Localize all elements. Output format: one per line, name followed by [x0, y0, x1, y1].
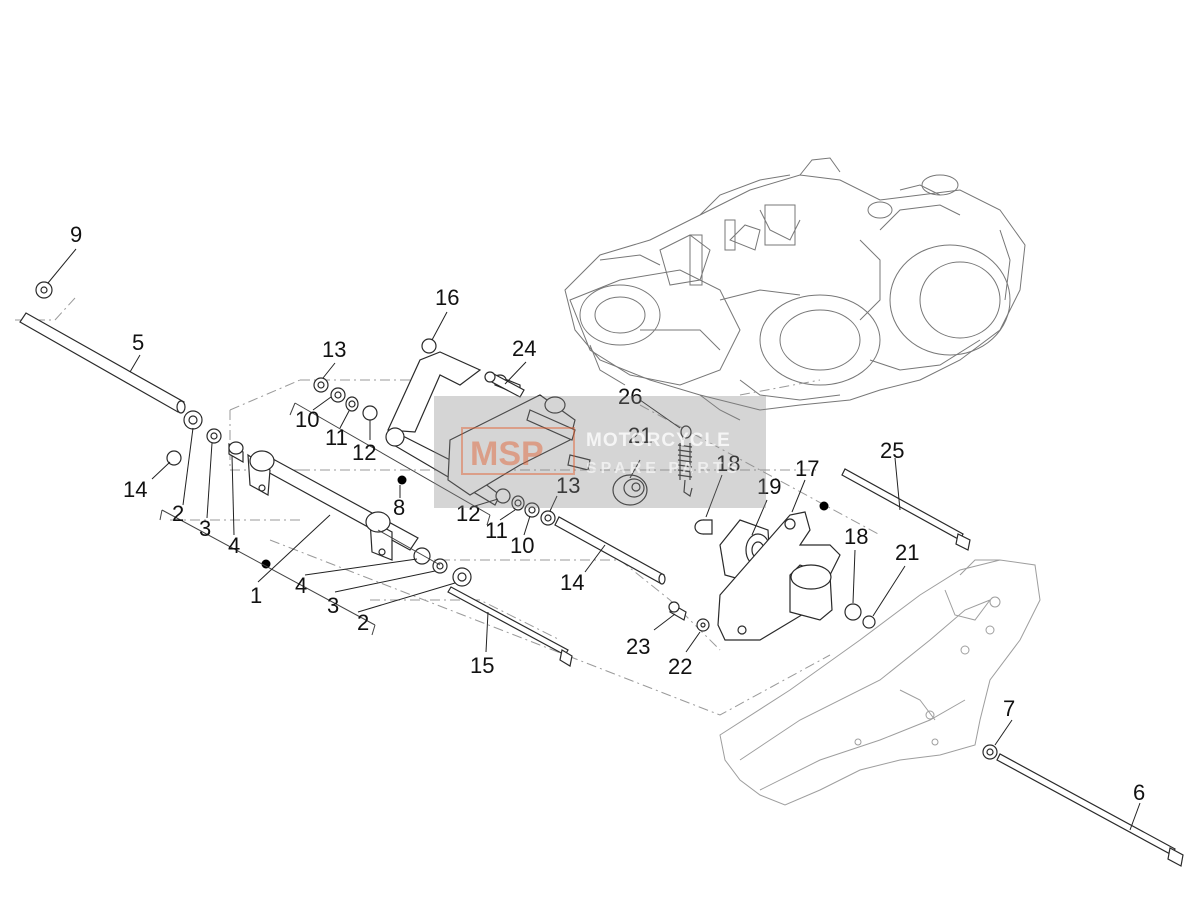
- callout-6: 6: [1133, 780, 1145, 805]
- part-14-pin: [554, 516, 666, 585]
- callout-4-left: 4: [228, 533, 240, 558]
- part-12-bushing-lower: [495, 488, 511, 504]
- part-18-bushing-lower: [844, 603, 862, 621]
- callout-10-lower: 10: [510, 533, 534, 558]
- callout-5: 5: [132, 330, 144, 355]
- callout-19: 19: [757, 474, 781, 499]
- callout-10-upper: 10: [295, 407, 319, 432]
- part-22-washer: [696, 618, 710, 632]
- callout-11-upper: 11: [325, 425, 348, 450]
- part-26-spring: [677, 425, 693, 497]
- part-5-shaft: [19, 312, 186, 414]
- callout-21: 21: [895, 540, 919, 565]
- part-21-circlip: [862, 615, 876, 629]
- callout-22: 22: [668, 654, 692, 679]
- part-12-bushing-upper: [362, 405, 378, 421]
- callout-11-lower: 11: [485, 518, 508, 543]
- part-14-bushing-left: [166, 450, 182, 466]
- callout-14-right: 14: [560, 570, 584, 595]
- callout-2-right: 2: [357, 610, 369, 635]
- callout-26: 26: [618, 384, 642, 409]
- part-25-bolt: [841, 468, 971, 551]
- part-18-bushing-upper: [694, 519, 713, 535]
- part-11-ring-upper: [345, 396, 359, 412]
- callout-16: 16: [435, 285, 459, 310]
- part-17-bracket: [717, 511, 841, 641]
- callout-9: 8: [393, 495, 405, 520]
- callout-20: 21: [628, 423, 652, 448]
- callout-4-right: 4: [295, 573, 307, 598]
- part-6-bolt: [996, 753, 1184, 867]
- part-13-washer-upper: [313, 377, 329, 393]
- part-23-screw: [668, 601, 687, 621]
- callout-3-right: 3: [327, 593, 339, 618]
- part-15-bolt: [447, 586, 573, 667]
- part-20-roller: [612, 474, 648, 506]
- callout-1: 1: [250, 583, 262, 608]
- callout-15: 15: [470, 653, 494, 678]
- part-11-ring-lower: [511, 495, 525, 511]
- callout-24: 24: [512, 336, 536, 361]
- watermark-line2: SPARE PARTS: [586, 460, 741, 477]
- callout-7: 7: [1003, 696, 1015, 721]
- callout-labels: 9 5 14 2 3 4 1 4 3 2 15 13 10 11 12 16 2…: [70, 222, 1145, 805]
- svg-text:MSP: MSP: [470, 435, 544, 473]
- part-16-nut: [421, 338, 437, 354]
- callout-14-left: 14: [123, 477, 147, 502]
- callout-25: 25: [880, 438, 904, 463]
- callout-2-left: 2: [172, 501, 184, 526]
- callout-8: 9: [70, 222, 82, 247]
- grease-markers: [261, 475, 829, 569]
- part-13-washer-lower: [540, 510, 556, 526]
- callout-17: 17: [795, 456, 819, 481]
- engine-illustration: [564, 157, 1026, 421]
- part-10-ring-upper: [330, 387, 346, 403]
- watermark-logo: MSP: [461, 427, 575, 475]
- part-4-bushing-left: [228, 441, 244, 464]
- callout-3-left: 3: [199, 516, 211, 541]
- part-10-ring-lower: [524, 502, 540, 518]
- callout-13-upper: 13: [322, 337, 346, 362]
- part-24-pin: [484, 371, 525, 398]
- callout-13-lower: 13: [556, 473, 580, 498]
- part-3-ring-left: [206, 428, 222, 444]
- part-3-ring-right: [432, 558, 448, 574]
- group-brackets: [159, 402, 491, 636]
- part-2-washer-left: [183, 410, 203, 430]
- callout-18-upper: 18: [716, 451, 740, 476]
- part-1-swing-arm: [247, 450, 419, 561]
- callout-18-lower: 18: [844, 524, 868, 549]
- callout-23: 23: [626, 634, 650, 659]
- part-7-washer: [982, 744, 998, 760]
- frame-illustration: [719, 559, 1041, 806]
- part-2-washer-right: [452, 567, 472, 587]
- watermark-line1: MOTORCYCLE: [586, 430, 731, 451]
- part-8-nut: [35, 281, 53, 299]
- callout-12-upper: 12: [352, 440, 376, 465]
- callout-12-lower: 12: [456, 501, 480, 526]
- watermark: MSP MOTORCYCLE SPARE PARTS: [434, 396, 766, 508]
- leader-lines: [47, 248, 1141, 831]
- part-4-bushing-right: [413, 547, 431, 565]
